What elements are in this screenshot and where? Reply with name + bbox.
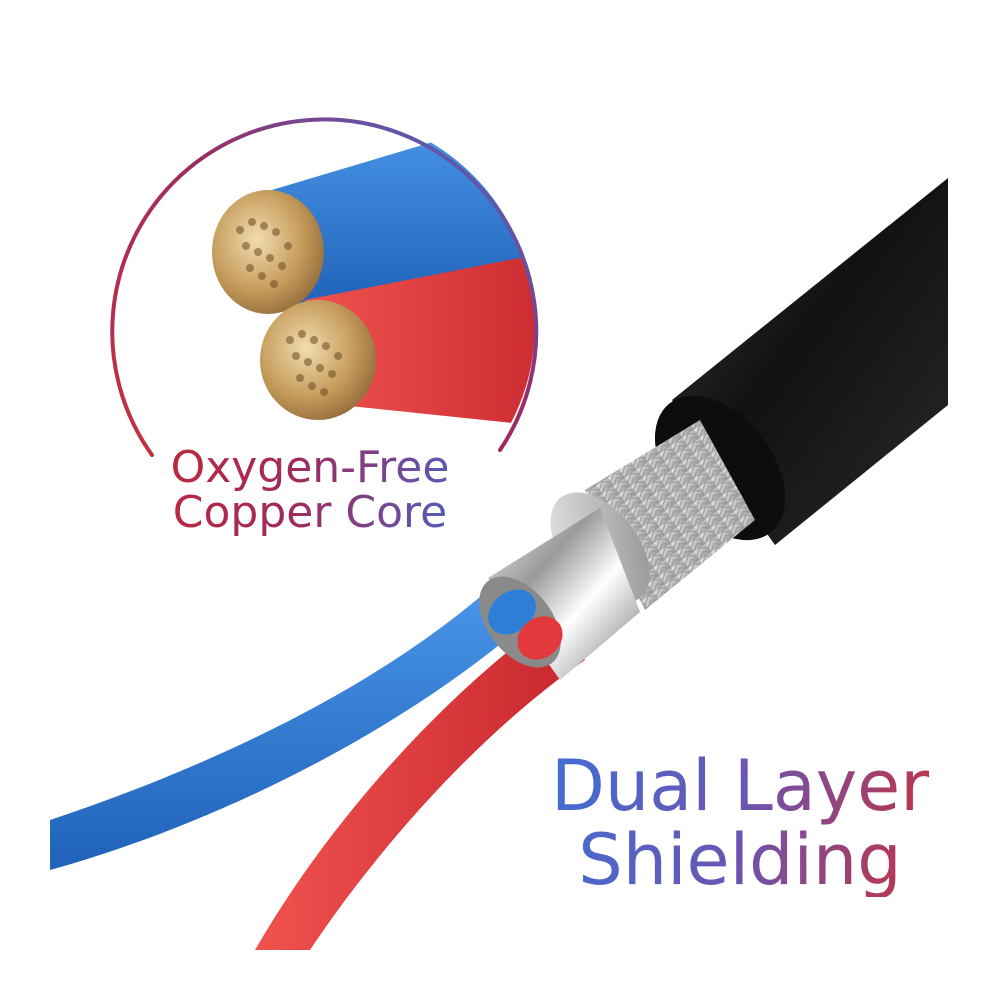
copper-strands [212, 190, 376, 420]
shielding-caption: Dual Layer Shielding [540, 750, 940, 897]
foil-sleeve [488, 508, 640, 680]
shielding-line-1: Dual Layer [550, 745, 930, 827]
copper-core-line-2: Copper Core [172, 486, 448, 538]
copper-core-line-1: Oxygen-Free [170, 442, 450, 493]
blue-wire [50, 575, 540, 870]
copper-core-caption: Oxygen-Free Copper Core [150, 446, 470, 536]
zoom-ring [110, 117, 539, 457]
cable-main [50, 178, 948, 950]
red-wire [255, 620, 585, 950]
shielding-line-2: Shielding [578, 818, 902, 901]
